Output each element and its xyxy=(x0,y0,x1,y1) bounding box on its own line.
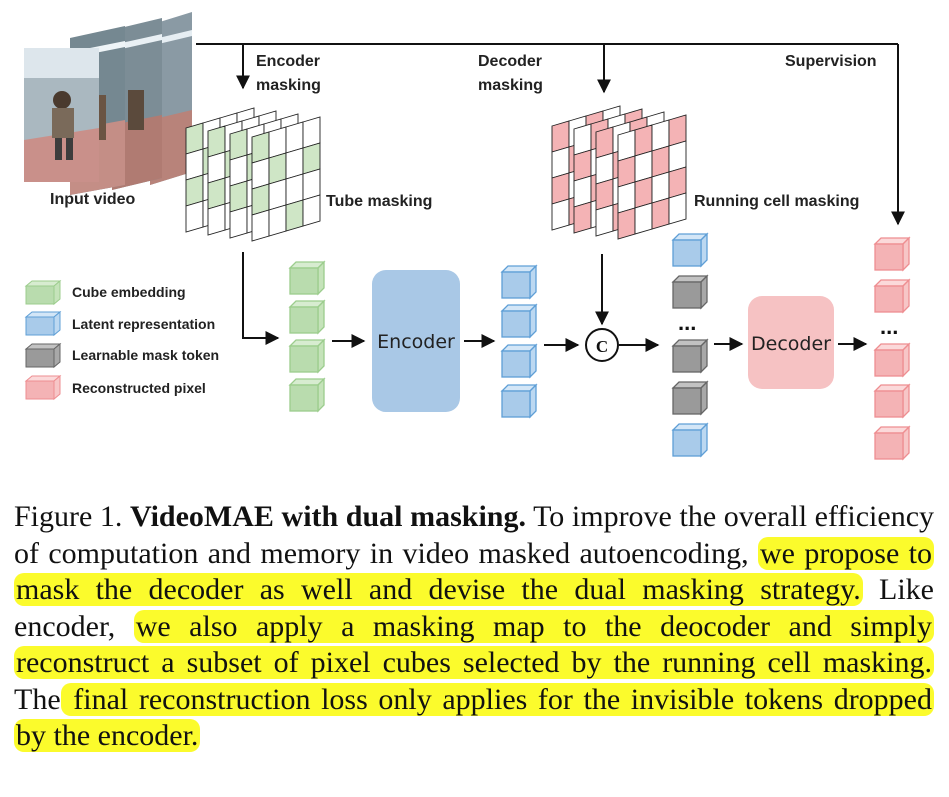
reconstructed-cube xyxy=(874,237,910,271)
masking-cell xyxy=(229,206,248,239)
ellipsis: ... xyxy=(880,314,898,339)
caption-highlight: final reconstruction loss only applies f… xyxy=(14,682,934,752)
input-video-label: Input video xyxy=(50,191,136,208)
legend-label-learnable-mask-token: Learnable mask token xyxy=(72,347,219,363)
concat-icon xyxy=(585,328,619,362)
latent-cube xyxy=(501,265,537,299)
supervision-label: Supervision xyxy=(785,53,877,70)
latent-cube xyxy=(672,233,708,267)
decoder-label: Decoder xyxy=(751,333,831,355)
mask-token-cube xyxy=(672,275,708,309)
masking-cell xyxy=(268,204,287,237)
latent-cube xyxy=(501,384,537,418)
reconstructed-cube xyxy=(874,279,910,313)
decoder-box xyxy=(748,296,834,389)
legend: Cube embedding Latent representation Lea… xyxy=(24,279,219,401)
masking-cell xyxy=(302,194,321,227)
reconstructed-cube xyxy=(874,343,910,377)
legend-label-latent-representation: Latent representation xyxy=(72,316,215,332)
caption-text: To improve the overall efficiency of com… xyxy=(14,500,935,570)
caption-text: The xyxy=(14,682,61,716)
caption-highlight: we also apply a masking map to the deoco… xyxy=(14,609,934,679)
encoder-label: Encoder xyxy=(377,331,455,353)
caption-title: VideoMAE with dual masking. xyxy=(130,500,526,533)
videomae-diagram: Input video Encoder masking Decoder mask… xyxy=(24,12,910,460)
masking-cell xyxy=(207,203,226,236)
cube-embedding xyxy=(289,378,325,412)
encoder-box xyxy=(372,270,460,412)
reconstructed-pixel-column: ... xyxy=(874,237,910,460)
cube-embedding xyxy=(289,261,325,295)
masking-cell xyxy=(651,197,670,230)
tube-to-embedding-arrow xyxy=(242,252,280,345)
legend-swatch-cube-embedding xyxy=(24,279,62,306)
masking-cell xyxy=(185,200,204,233)
latent-cube xyxy=(501,304,537,338)
masking-cell xyxy=(634,202,653,235)
masking-cell xyxy=(251,209,270,242)
masking-cell xyxy=(285,199,304,232)
running-cell-masking-grid xyxy=(551,105,687,240)
masking-cell xyxy=(595,204,614,237)
masking-cell xyxy=(617,207,636,240)
figure-caption: Figure 1. VideoMAE with dual masking. To… xyxy=(14,499,935,755)
input-video-frames xyxy=(24,12,192,195)
encoder-masking-label-line1: Encoder xyxy=(256,53,320,70)
mask-token-cube xyxy=(672,381,708,415)
caption-text: Like encoder, xyxy=(14,573,934,643)
decoder-masking-label-line2: masking xyxy=(478,77,543,94)
mask-token-cube xyxy=(672,339,708,373)
decoder-masking-label-line1: Decoder xyxy=(478,53,542,70)
caption-prefix: Figure 1. xyxy=(14,500,131,533)
masking-cell xyxy=(551,198,570,231)
latent-cube xyxy=(501,344,537,378)
legend-label-cube-embedding: Cube embedding xyxy=(72,284,186,300)
legend-swatch-latent-representation xyxy=(24,310,62,337)
supervision-flow-lines xyxy=(196,43,905,226)
ellipsis: ... xyxy=(678,310,696,335)
masking-frame xyxy=(251,116,321,242)
token-sequence-column: ... xyxy=(672,233,708,457)
encoder-masking-label-line2: masking xyxy=(256,77,321,94)
latent-representation-column xyxy=(501,265,537,418)
masking-frame xyxy=(617,114,687,240)
tube-masking-grid xyxy=(185,107,321,242)
cube-embedding xyxy=(289,300,325,334)
legend-swatch-learnable-mask-token xyxy=(24,342,62,369)
legend-label-reconstructed-pixel: Reconstructed pixel xyxy=(72,380,206,396)
reconstructed-cube xyxy=(874,426,910,460)
masking-cell xyxy=(573,201,592,234)
latent-cube xyxy=(672,423,708,457)
tube-masking-label: Tube masking xyxy=(326,193,432,210)
legend-swatch-reconstructed-pixel xyxy=(24,374,62,401)
masking-cell xyxy=(668,192,687,225)
concat-symbol: C xyxy=(596,337,608,356)
cube-embedding xyxy=(289,339,325,373)
running-cell-masking-label: Running cell masking xyxy=(694,193,859,210)
video-frame xyxy=(24,48,99,182)
reconstructed-cube xyxy=(874,384,910,418)
cube-embedding-column xyxy=(289,261,325,412)
